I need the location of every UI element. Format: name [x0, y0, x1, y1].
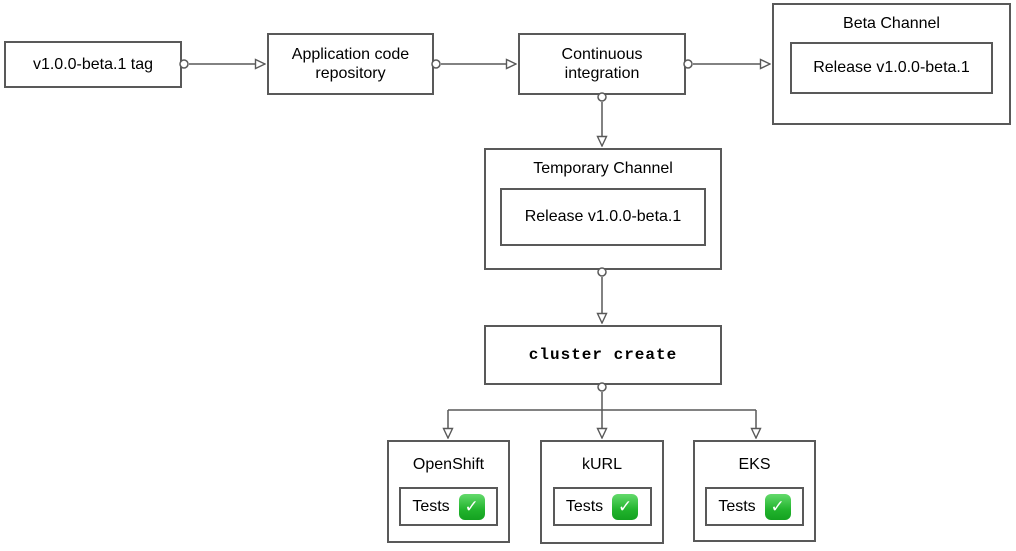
node-application-code-repository: Application code repository	[267, 33, 434, 95]
node-beta-channel: Beta Channel Release v1.0.0-beta.1	[772, 3, 1011, 125]
cluster-create-command: cluster create	[528, 345, 678, 364]
check-mark-button-icon: ✓	[458, 493, 485, 520]
eks-title: EKS	[738, 455, 771, 473]
kurl-tests-box: Tests ✓	[552, 487, 652, 526]
node-openshift: OpenShift Tests ✓	[387, 440, 510, 543]
eks-tests-label: Tests	[718, 497, 756, 515]
beta-channel-title: Beta Channel	[843, 14, 940, 32]
node-kurl: kURL Tests ✓	[540, 440, 664, 544]
continuous-integration-label: Continuous integration	[561, 46, 643, 82]
node-cluster-create: cluster create	[484, 325, 722, 385]
temporary-channel-release-box: Release v1.0.0-beta.1	[500, 188, 706, 246]
node-eks: EKS Tests ✓	[693, 440, 816, 542]
temporary-channel-release-label: Release v1.0.0-beta.1	[524, 208, 682, 225]
node-continuous-integration: Continuous integration	[518, 33, 686, 95]
kurl-title: kURL	[581, 455, 622, 473]
openshift-tests-label: Tests	[412, 497, 450, 515]
beta-channel-release-box: Release v1.0.0-beta.1	[790, 42, 993, 94]
connector-cluster-create-branch	[448, 392, 756, 411]
check-mark-button-icon: ✓	[612, 493, 639, 520]
openshift-tests-box: Tests ✓	[399, 487, 498, 526]
version-tag-label: v1.0.0-beta.1 tag	[32, 56, 154, 73]
eks-tests-box: Tests ✓	[705, 487, 804, 526]
check-mark-button-icon: ✓	[764, 493, 791, 520]
kurl-tests-label: Tests	[565, 497, 604, 515]
node-temporary-channel: Temporary Channel Release v1.0.0-beta.1	[484, 148, 722, 270]
application-code-repository-label: Application code repository	[291, 46, 410, 82]
temporary-channel-title: Temporary Channel	[533, 160, 673, 177]
openshift-title: OpenShift	[412, 455, 485, 473]
beta-channel-release-label: Release v1.0.0-beta.1	[813, 59, 970, 76]
node-version-tag: v1.0.0-beta.1 tag	[4, 41, 182, 88]
